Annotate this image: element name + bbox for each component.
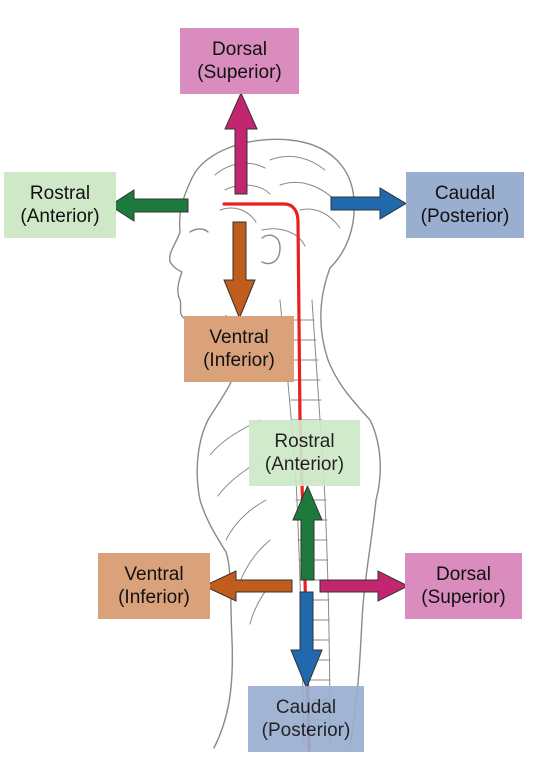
eye bbox=[189, 228, 209, 233]
label-synonym: (Inferior) bbox=[203, 350, 275, 371]
spine-arrow-ventral bbox=[202, 570, 293, 602]
label-term: Dorsal bbox=[212, 39, 267, 60]
label-synonym: (Anterior) bbox=[20, 206, 100, 227]
label-term: Rostral bbox=[274, 431, 335, 452]
label-head-dorsal: Dorsal (Superior) bbox=[180, 28, 299, 94]
label-synonym: (Superior) bbox=[421, 587, 506, 608]
label-synonym: (Inferior) bbox=[118, 587, 190, 608]
label-term: Caudal bbox=[275, 697, 337, 718]
label-synonym: (Superior) bbox=[197, 62, 282, 83]
skull-outline bbox=[191, 138, 355, 269]
label-spine-rostral: Rostral (Anterior) bbox=[249, 420, 360, 486]
torso-front bbox=[196, 419, 234, 749]
arrow-down-icon bbox=[223, 221, 256, 320]
arrow-left-icon bbox=[109, 189, 189, 222]
arrow-right-icon bbox=[330, 187, 407, 220]
label-synonym: (Posterior) bbox=[420, 206, 510, 227]
label-term: Dorsal bbox=[436, 564, 491, 585]
label-head-ventral: Ventral (Inferior) bbox=[184, 316, 294, 382]
spine-arrow-rostral bbox=[292, 484, 323, 581]
label-term: Ventral bbox=[209, 327, 269, 348]
label-term: Caudal bbox=[434, 183, 496, 204]
label-head-caudal: Caudal (Posterior) bbox=[406, 172, 524, 238]
head-arrow-dorsal bbox=[224, 91, 258, 195]
label-term: Ventral bbox=[124, 564, 184, 585]
arrow-right-icon bbox=[319, 570, 410, 602]
arrow-left-icon bbox=[202, 570, 293, 602]
neck-back bbox=[320, 267, 381, 501]
head-arrow-ventral bbox=[223, 221, 256, 320]
spine-arrow-caudal bbox=[290, 591, 323, 690]
label-spine-ventral: Ventral (Inferior) bbox=[98, 553, 210, 619]
head-arrow-caudal bbox=[330, 187, 407, 220]
spine-arrow-dorsal bbox=[319, 570, 410, 602]
ear bbox=[261, 234, 281, 265]
head-arrow-rostral bbox=[109, 189, 189, 222]
label-spine-dorsal: Dorsal (Superior) bbox=[405, 553, 522, 619]
arrow-up-icon bbox=[292, 484, 323, 581]
label-head-rostral: Rostral (Anterior) bbox=[4, 172, 116, 238]
label-term: Rostral bbox=[29, 183, 91, 204]
label-spine-caudal: Caudal (Posterior) bbox=[248, 686, 364, 752]
arrow-up-icon bbox=[224, 91, 258, 195]
arrow-down-icon bbox=[290, 591, 323, 690]
label-synonym: (Anterior) bbox=[264, 454, 345, 475]
label-synonym: (Posterior) bbox=[261, 720, 351, 741]
neuraxis-line bbox=[222, 202, 311, 752]
